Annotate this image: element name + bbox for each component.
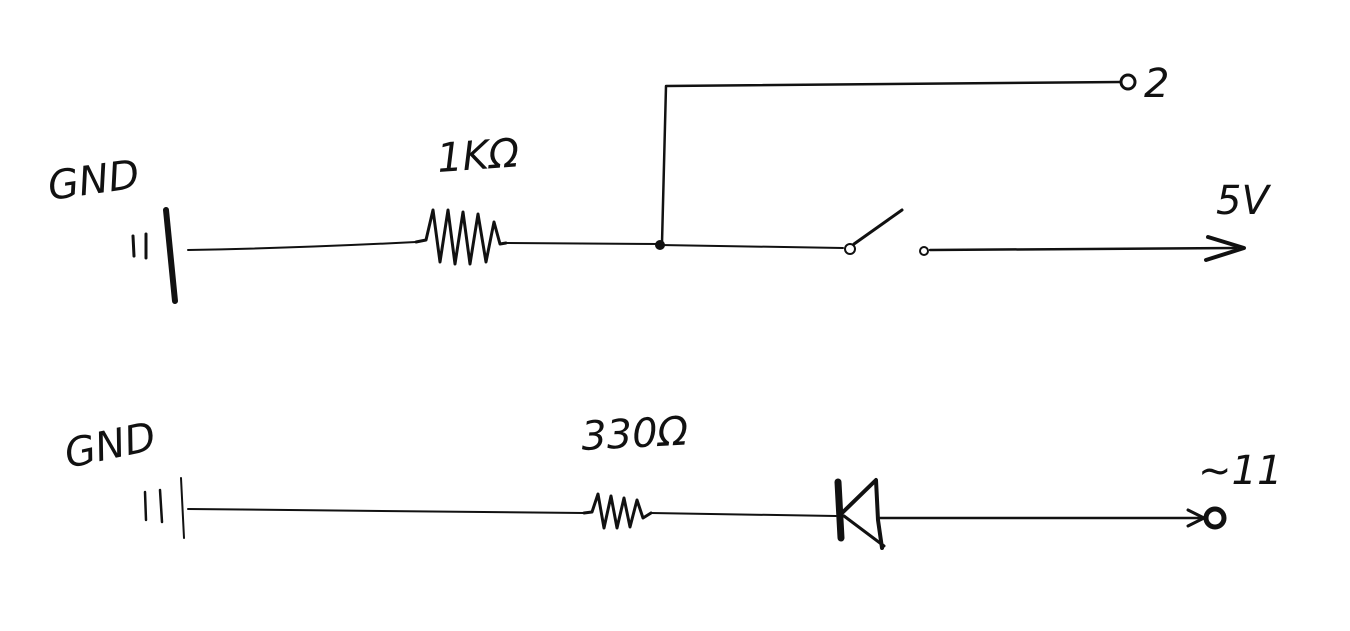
top-wire-to-5v bbox=[928, 246, 1238, 252]
bottom-ground-label: GND bbox=[61, 414, 160, 478]
top-ground-label: GND bbox=[45, 152, 142, 210]
bottom-circuit: GND 330Ω ~11 bbox=[61, 408, 1282, 550]
led-diode-symbol bbox=[834, 478, 886, 550]
top-resistor-label: 1KΩ bbox=[435, 130, 521, 182]
top-wire-resistor-to-node bbox=[505, 242, 661, 245]
pin-2-terminal bbox=[1119, 73, 1137, 91]
bottom-ground-symbol bbox=[143, 477, 185, 539]
bottom-wire-ground-to-resistor bbox=[187, 508, 585, 514]
top-circuit: GND 1KΩ 2 5V bbox=[45, 61, 1271, 304]
supply-5v-label: 5V bbox=[1216, 178, 1271, 224]
top-resistor bbox=[414, 208, 508, 266]
bottom-resistor-label: 330Ω bbox=[580, 408, 690, 460]
top-wire-ground-to-resistor bbox=[187, 241, 417, 251]
pin-11-terminal bbox=[1203, 506, 1227, 530]
top-ground-symbol bbox=[131, 207, 178, 304]
top-wire-node-to-switch bbox=[659, 244, 844, 249]
switch-symbol bbox=[844, 208, 929, 256]
bottom-resistor bbox=[582, 492, 653, 530]
bottom-wire-resistor-to-led bbox=[650, 512, 837, 517]
pin-11-label: ~11 bbox=[1198, 448, 1282, 494]
top-wire-node-to-pin-2 bbox=[660, 80, 1123, 245]
arrow-5v-icon bbox=[1204, 235, 1246, 262]
pin-2-label: 2 bbox=[1144, 61, 1169, 107]
